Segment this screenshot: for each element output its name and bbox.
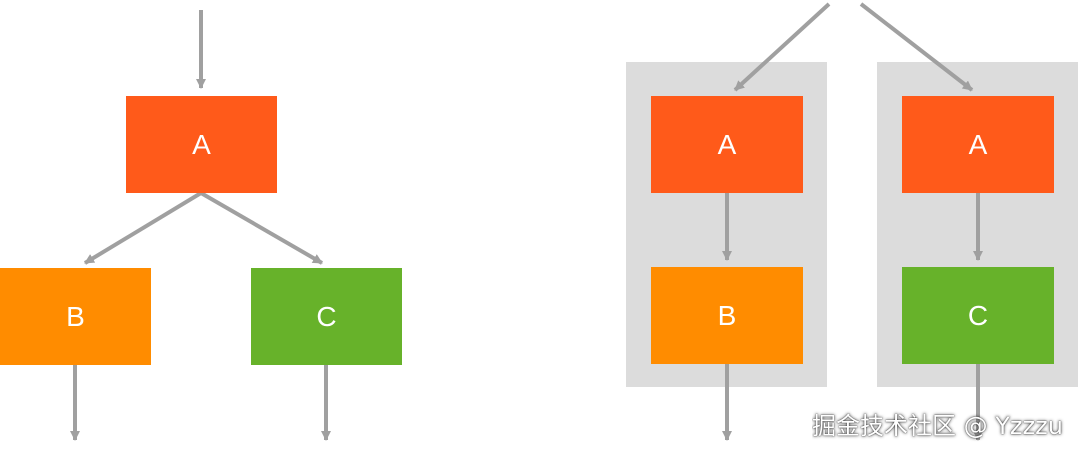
node-b-right xyxy=(651,267,803,364)
node-b-left-label: B xyxy=(66,301,85,332)
node-a-right-group-1 xyxy=(651,96,803,193)
left-diagram-arrows xyxy=(70,10,331,441)
arrow-into-group-right xyxy=(859,2,974,92)
arrow-a-to-c-left xyxy=(199,191,324,265)
node-b-right-label: B xyxy=(718,300,737,331)
node-a-right-group-2-label: A xyxy=(969,129,988,160)
node-b-left xyxy=(0,268,151,365)
arrow-a-to-b-left xyxy=(83,191,203,265)
node-a-left xyxy=(126,96,277,193)
node-a-right-group-1-label: A xyxy=(718,129,737,160)
watermark-text: 掘金技术社区 @ Yzzzu xyxy=(812,412,1063,440)
node-c-left-label: C xyxy=(316,301,336,332)
right-diagram-arrows xyxy=(722,2,983,441)
node-a-left-label: A xyxy=(192,129,211,160)
node-a-right-group-2 xyxy=(902,96,1054,193)
arrow-into-group-left xyxy=(733,2,831,92)
node-c-left xyxy=(251,268,402,365)
node-c-right xyxy=(902,267,1054,364)
node-c-right-label: C xyxy=(968,300,988,331)
